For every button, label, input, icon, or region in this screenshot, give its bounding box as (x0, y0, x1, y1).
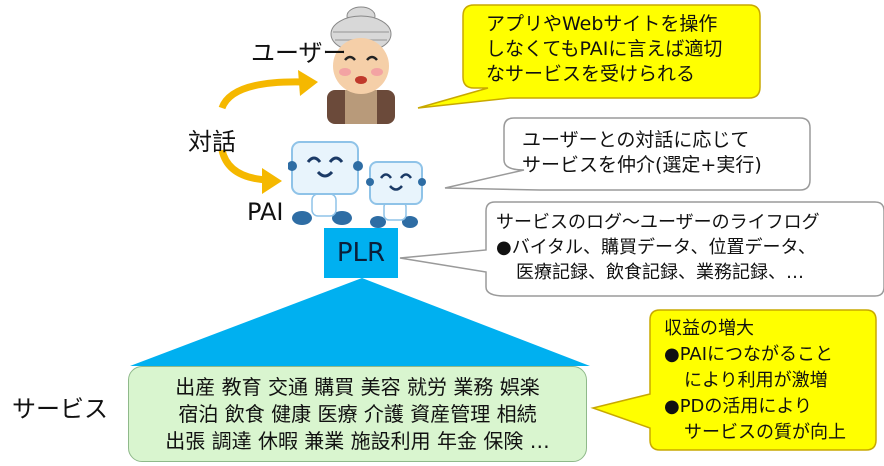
callout-revenue: 収益の増大 ●PAIにつながること により利用が激増 ●PDの活用により サービ… (664, 316, 846, 446)
pai-label: PAI (247, 198, 284, 226)
callout-line: サービスの質が向上 (684, 422, 846, 443)
dialog-arrow-up-head (298, 70, 318, 96)
plr-to-services-triangle (130, 278, 590, 366)
services-line: 出張 調達 休暇 兼業 施設利用 年金 保険 … (165, 429, 550, 453)
services-box: 出産 教育 交通 購買 美容 就労 業務 娯楽 宿泊 飲食 健康 医療 介護 資… (128, 366, 587, 462)
callout-line: サービスを仲介(選定+実行) (522, 154, 762, 176)
dialog-label: 対話 (188, 128, 236, 156)
callout-line: 収益の増大 (664, 318, 754, 339)
service-label: サービス (12, 395, 108, 423)
services-line: 宿泊 飲食 健康 医療 介護 資産管理 相続 (178, 402, 537, 426)
callout-pai-role-balloon (444, 117, 811, 191)
dialog-arrow-up (218, 78, 306, 110)
plr-label: PLR (336, 238, 386, 268)
dialog-arrow-down-head (262, 168, 282, 194)
callout-pai-role: ユーザーとの対話に応じて サービスを仲介(選定+実行) (522, 128, 762, 178)
callout-line: ●PAIにつながること (664, 344, 834, 365)
callout-line: ●バイタル、購買データ、位置データ、 (496, 237, 816, 258)
callout-line: サービスのログ～ユーザーのライフログ (496, 212, 820, 233)
callout-line: なサービスを受けられる (486, 63, 696, 85)
pai-robot-right-icon (366, 161, 426, 228)
callout-line: アプリやWebサイトを操作 (486, 13, 718, 35)
callout-line: 医療記録、飲食記録、業務記録、… (516, 262, 804, 283)
elderly-user-icon (327, 6, 395, 124)
services-line: 出産 教育 交通 購買 美容 就労 業務 娯楽 (175, 375, 540, 399)
dialog-arrow-down (218, 149, 269, 184)
callout-plr-data: サービスのログ～ユーザーのライフログ ●バイタル、購買データ、位置データ、 医療… (496, 210, 820, 285)
callout-plr-data-balloon (399, 201, 884, 297)
plr-box: PLR (324, 228, 398, 278)
callout-user-benefit: アプリやWebサイトを操作 しなくてもPAIに言えば適切 なサービスを受けられる (486, 12, 722, 87)
callout-line: ●PDの活用により (664, 396, 813, 417)
callout-line: しなくてもPAIに言えば適切 (486, 38, 723, 60)
pai-robot-left-icon (288, 141, 363, 225)
callout-line: により利用が激増 (684, 370, 828, 391)
user-label: ユーザー (251, 39, 347, 67)
callout-line: ユーザーとの対話に応じて (522, 129, 750, 151)
callout-revenue-balloon (590, 309, 877, 451)
callout-user-benefit-balloon (417, 4, 761, 109)
